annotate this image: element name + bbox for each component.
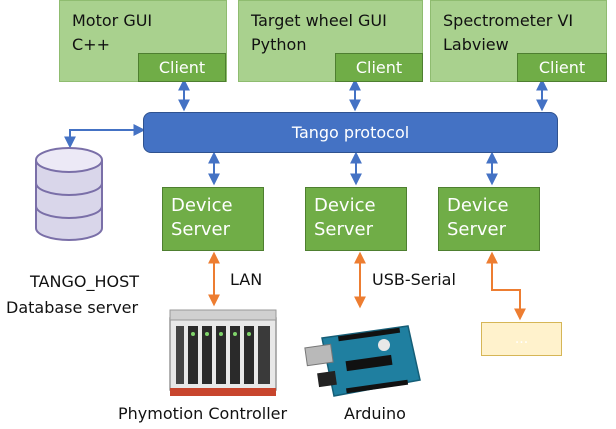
motor-gui-client-box: Motor GUI C++ Client <box>59 0 227 82</box>
spectrometer-vi-client-box: Spectrometer VI Labview Client <box>430 0 607 82</box>
phymotion-controller-icon <box>169 309 277 396</box>
database-link <box>64 124 146 149</box>
client-tag: Client <box>335 53 423 82</box>
phymotion-controller-label: Phymotion Controller <box>118 404 288 423</box>
target-wheel-gui-client-box: Target wheel GUI Python Client <box>238 0 423 82</box>
client-title: Motor GUI C++ <box>72 11 153 54</box>
client-title: Spectrometer VI Labview <box>443 11 574 54</box>
client-title: Target wheel GUI Python <box>251 11 387 54</box>
other-hardware-box: ... <box>481 322 562 356</box>
device-server-2: Device Server <box>305 187 407 251</box>
tango-host-label: TANGO_HOST <box>30 272 139 291</box>
device-server-1: Device Server <box>162 187 264 251</box>
device-server-3: Device Server <box>438 187 540 251</box>
other-link <box>486 251 526 321</box>
arduino-label: Arduino <box>344 404 406 423</box>
database-server-label: Database server <box>6 298 139 317</box>
database-icon <box>35 147 103 241</box>
usb-serial-label: USB-Serial <box>372 270 456 289</box>
lan-label: LAN <box>230 270 263 289</box>
client-tag: Client <box>517 53 607 82</box>
tango-protocol-bar: Tango protocol <box>143 112 558 153</box>
arduino-board-icon <box>304 325 421 397</box>
client-tag: Client <box>138 53 226 82</box>
